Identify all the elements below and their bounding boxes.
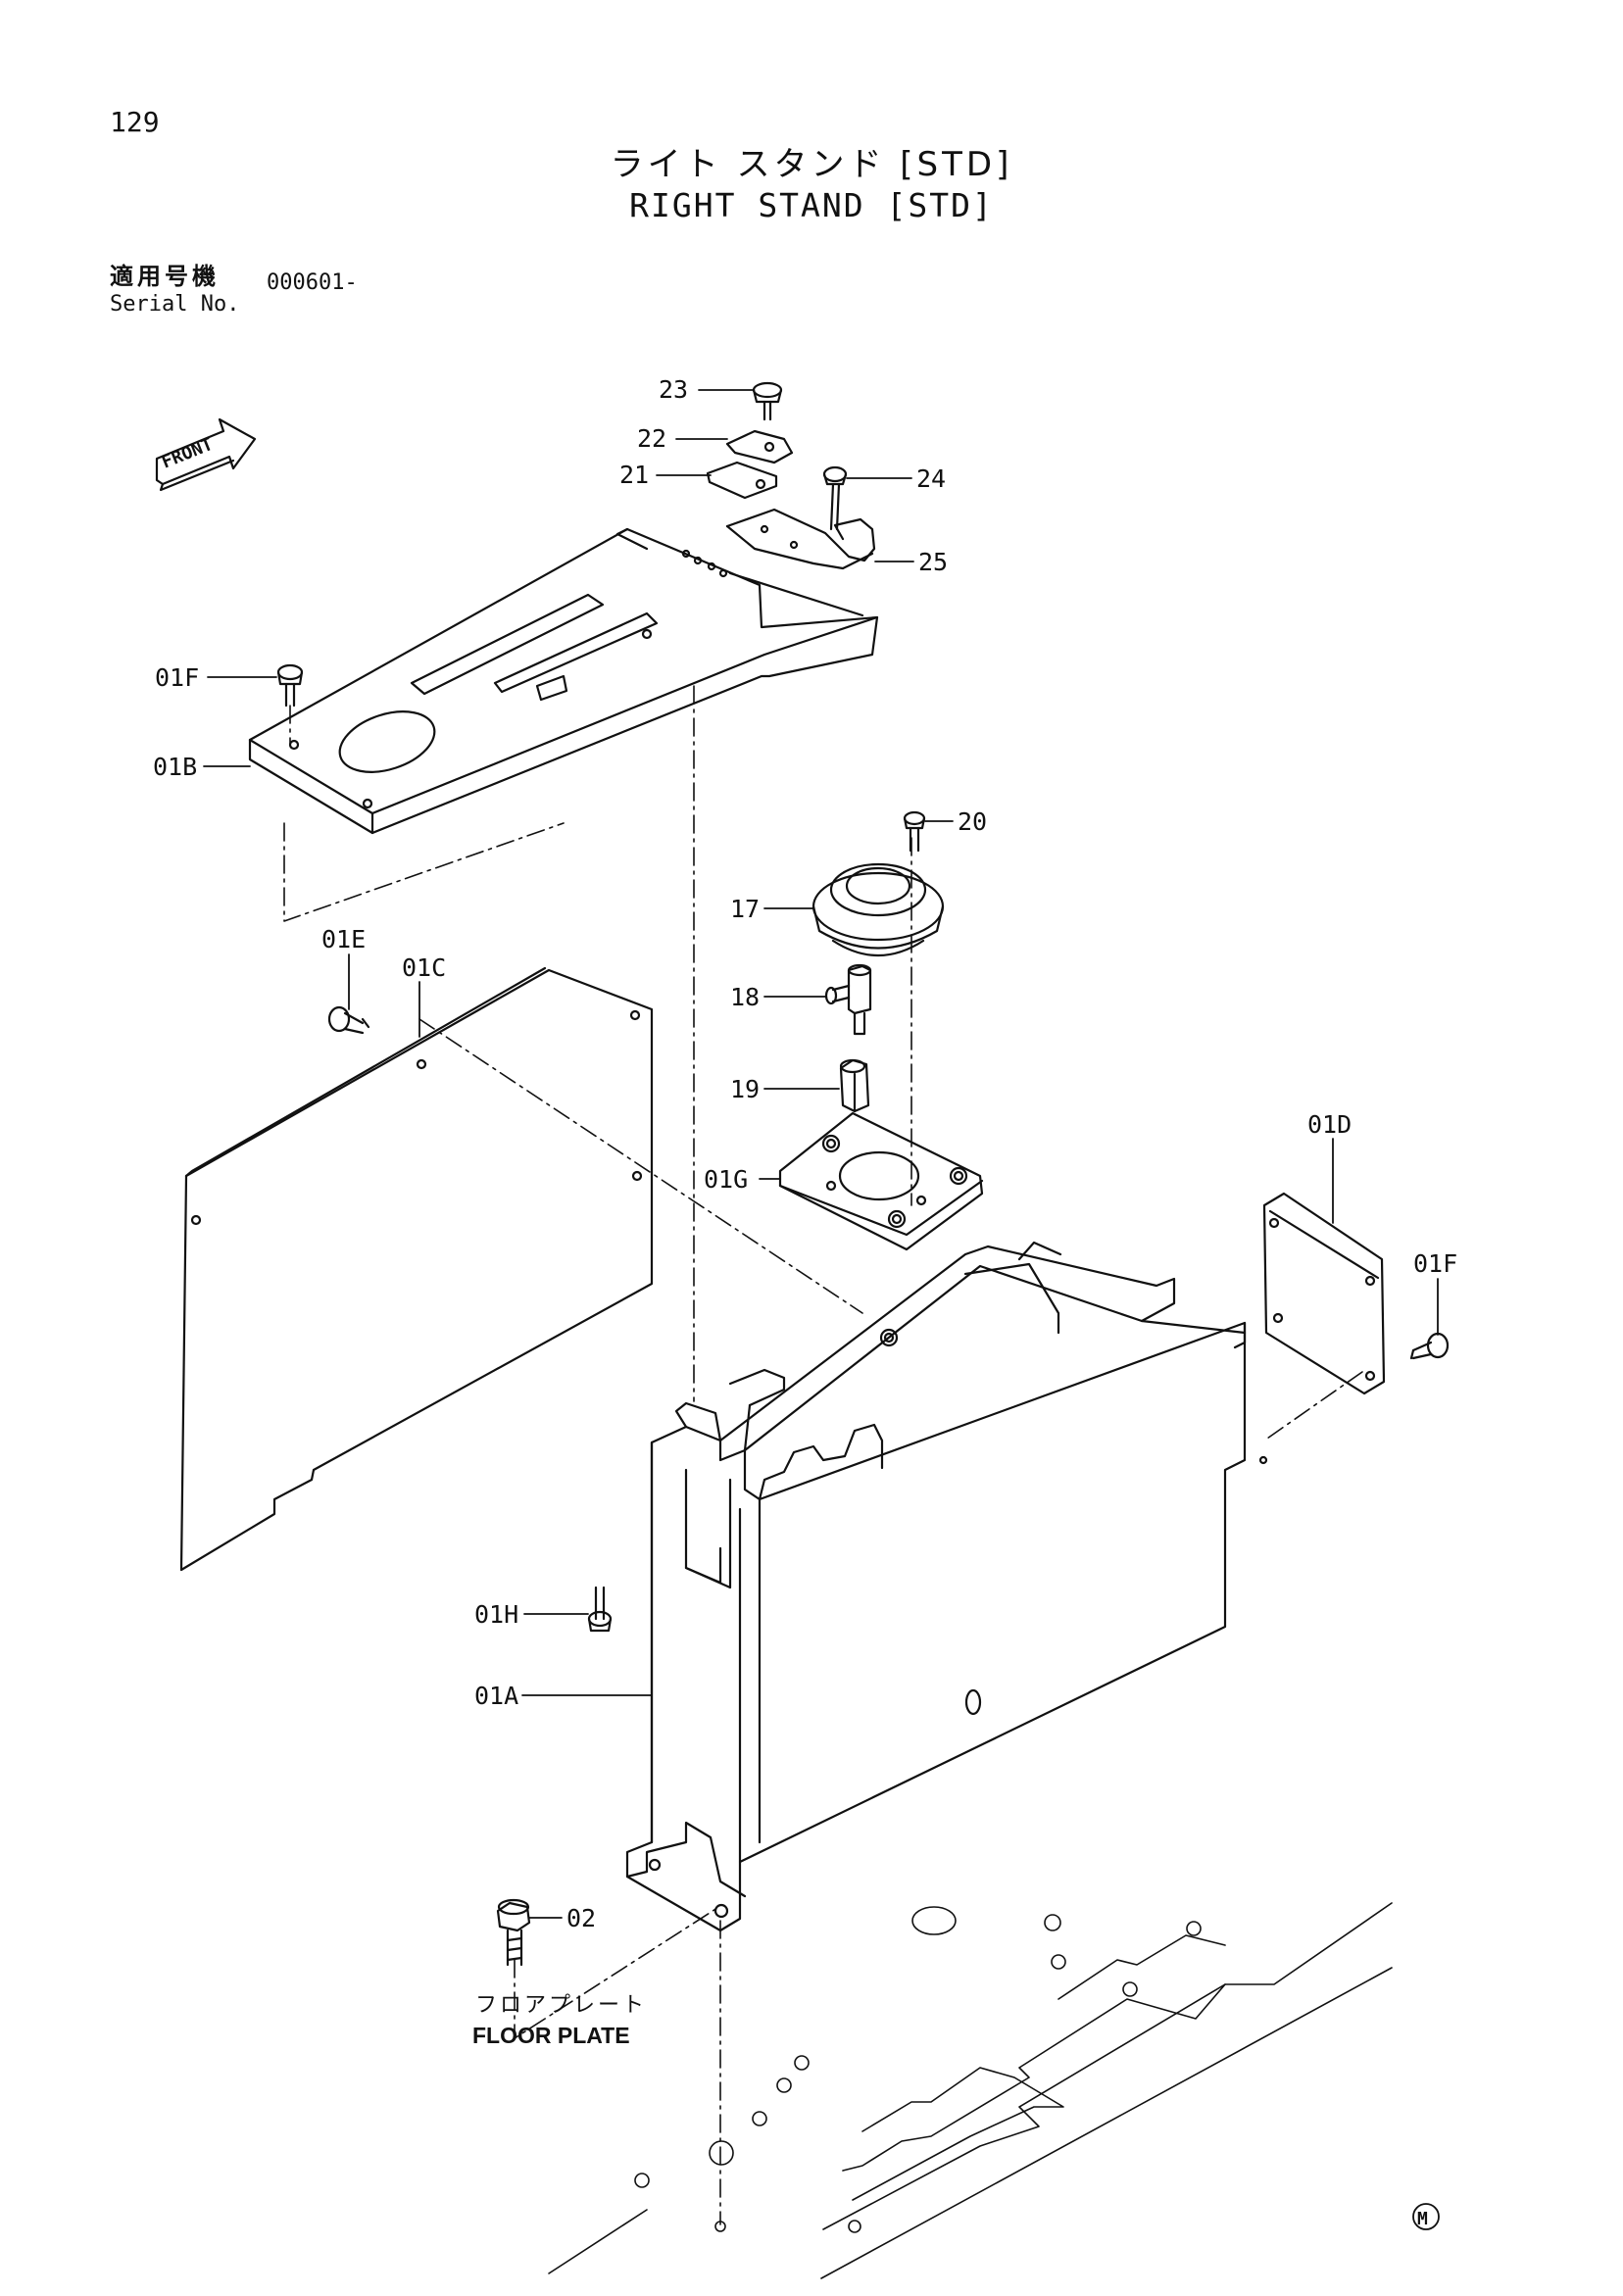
floor-plate-outline (548, 1902, 1393, 2279)
assembly-center-lines (283, 685, 1363, 2225)
screw-24-icon (822, 465, 848, 531)
callout-24: 24 (916, 464, 946, 493)
callout-01b: 01B (153, 753, 197, 781)
callout-23: 23 (659, 375, 688, 404)
bracket-25-icon (725, 508, 876, 570)
callout-01e: 01E (321, 925, 366, 953)
registered-mark-letter: M (1417, 2209, 1428, 2229)
callout-leader-lines (203, 389, 1439, 1919)
callout-01h: 01H (474, 1600, 518, 1629)
callout-19: 19 (730, 1075, 760, 1103)
serial-number-value: 000601- (267, 270, 358, 295)
callout-21: 21 (619, 461, 649, 489)
screw-23-icon (752, 381, 783, 421)
callout-01f-right: 01F (1413, 1249, 1457, 1278)
serial-label-japanese: 適用号機 (110, 263, 220, 290)
callout-01f-top: 01F (155, 663, 199, 692)
front-label: FRONT (159, 434, 216, 473)
floor-plate-label-japanese: フロアプレート (475, 1993, 648, 2018)
connector-18-icon (824, 963, 872, 1036)
callout-20: 20 (958, 807, 987, 836)
screw-01e-icon (327, 1005, 370, 1035)
callout-18: 18 (730, 983, 760, 1011)
page-title-japanese: ライト スタンド [STD] (610, 145, 1013, 184)
bolt-02-icon (496, 1898, 531, 1967)
callout-labels: 23 22 21 24 25 01F 01B 20 17 01E 01C 18 … (153, 375, 1457, 1932)
page-title: RIGHT STAND [STD] (629, 186, 994, 224)
callout-01a: 01A (474, 1682, 518, 1710)
side-panel-01c (179, 966, 654, 1572)
screw-20-icon (903, 810, 926, 853)
page-number: 129 (110, 106, 160, 138)
cover-plate-01d (1262, 1192, 1386, 1395)
nut-19-icon (839, 1058, 870, 1113)
screw-01f-top-icon (276, 663, 304, 708)
floor-plate-label: FLOOR PLATE (472, 2023, 630, 2048)
callout-01c: 01C (402, 953, 446, 982)
callout-25: 25 (918, 548, 948, 576)
serial-label: Serial No. (110, 292, 240, 317)
mount-plate-01g-icon (778, 1111, 984, 1251)
screw-01f-right-icon (1409, 1332, 1450, 1360)
plate-21-icon (706, 461, 778, 500)
top-cover-01b (248, 527, 879, 835)
work-lamp-17-icon (812, 862, 945, 956)
stand-body-01a (625, 1241, 1268, 1932)
registered-mark-icon: M (1412, 2203, 1440, 2230)
callout-01g: 01G (704, 1165, 748, 1194)
front-arrow-icon: FRONT (155, 417, 257, 492)
callout-01d: 01D (1307, 1110, 1352, 1139)
callout-22: 22 (637, 424, 666, 453)
callout-17: 17 (730, 895, 760, 923)
callout-02: 02 (566, 1904, 596, 1932)
screw-01h-icon (587, 1586, 613, 1633)
plate-22-icon (725, 429, 794, 464)
